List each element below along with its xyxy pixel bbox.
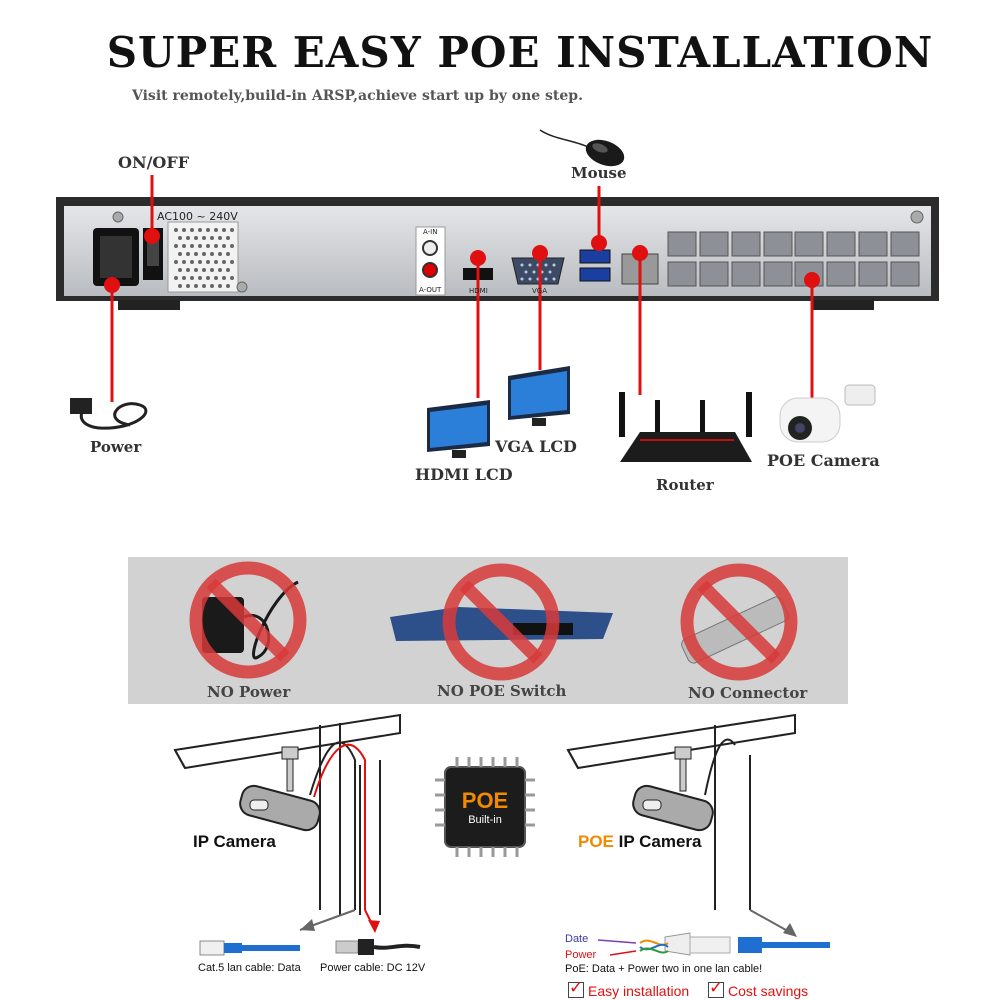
- voltage-label: AC100 ~ 240V: [157, 210, 238, 223]
- left-camera-label: IP Camera: [193, 832, 276, 851]
- poe-lan-cable-icon: [597, 932, 830, 956]
- dc-power-cable-icon: [335, 939, 421, 955]
- power-cable-icon: [70, 398, 148, 430]
- check-icon: [708, 978, 724, 998]
- vga-lcd-label: VGA LCD: [495, 437, 577, 456]
- no-poe-switch-label: NO POE Switch: [437, 682, 567, 700]
- left-ip-camera-icon: [239, 746, 321, 832]
- check-icon: [568, 978, 584, 998]
- right-camera-label: POE IP Camera: [578, 832, 701, 852]
- poe-chip-icon: [435, 757, 535, 857]
- vga-monitor-icon: [508, 366, 570, 426]
- connection-lines: [110, 175, 814, 402]
- no-requirements-icons: [189, 561, 798, 681]
- power-wire-label: Power: [565, 949, 597, 961]
- poe-camera-icon: [779, 384, 876, 443]
- left-ceiling: [173, 713, 401, 915]
- audio-in-label: A-IN: [423, 228, 438, 236]
- nvr-rear-panel: [56, 197, 939, 310]
- easy-installation-text: Easy installation: [588, 983, 690, 999]
- router-label: Router: [656, 476, 714, 494]
- date-label: Date: [565, 933, 589, 945]
- poe-comparison-diagram: [173, 713, 830, 956]
- no-power-label: NO Power: [207, 683, 291, 701]
- easy-installation: Easy installation: [568, 978, 690, 999]
- audio-out-label: A-OUT: [419, 286, 442, 294]
- page-subtitle: Visit remotely,build-in ARSP,achieve sta…: [132, 88, 583, 104]
- connection-dots: [104, 228, 820, 293]
- cat5-label: Cat.5 lan cable: Data: [198, 962, 301, 974]
- no-connector-label: NO Connector: [688, 684, 808, 702]
- cat5-cable-icon: [199, 940, 300, 956]
- mouse-label: Mouse: [571, 164, 627, 182]
- right-camera-suffix: IP Camera: [613, 832, 702, 851]
- router-icon: [619, 392, 752, 462]
- chip-poe-text: POE: [461, 788, 509, 813]
- mouse-icon: [539, 129, 625, 167]
- right-camera-prefix: POE: [578, 832, 614, 851]
- hdmi-lcd-label: HDMI LCD: [415, 465, 513, 484]
- right-poe-ip-camera-icon: [632, 746, 714, 832]
- page-title: SUPER EASY POE INSTALLATION: [106, 28, 934, 77]
- hdmi-port-label: HDMI: [469, 287, 488, 295]
- chip-builtin-text: Built-in: [468, 814, 502, 826]
- cost-savings-text: Cost savings: [728, 983, 809, 999]
- on-off-label: ON/OFF: [118, 153, 190, 172]
- power-cable-label: Power cable: DC 12V: [320, 962, 426, 974]
- cost-savings: Cost savings: [708, 978, 809, 999]
- poe-note: PoE: Data + Power two in one lan cable!: [565, 963, 763, 975]
- poe-camera-label: POE Camera: [767, 451, 880, 470]
- power-label: Power: [90, 438, 142, 456]
- vga-port-label: VGA: [532, 287, 548, 295]
- hdmi-monitor-icon: [427, 400, 490, 458]
- prohibition-signs: [189, 561, 798, 681]
- nvr-connection-diagram: [56, 129, 939, 462]
